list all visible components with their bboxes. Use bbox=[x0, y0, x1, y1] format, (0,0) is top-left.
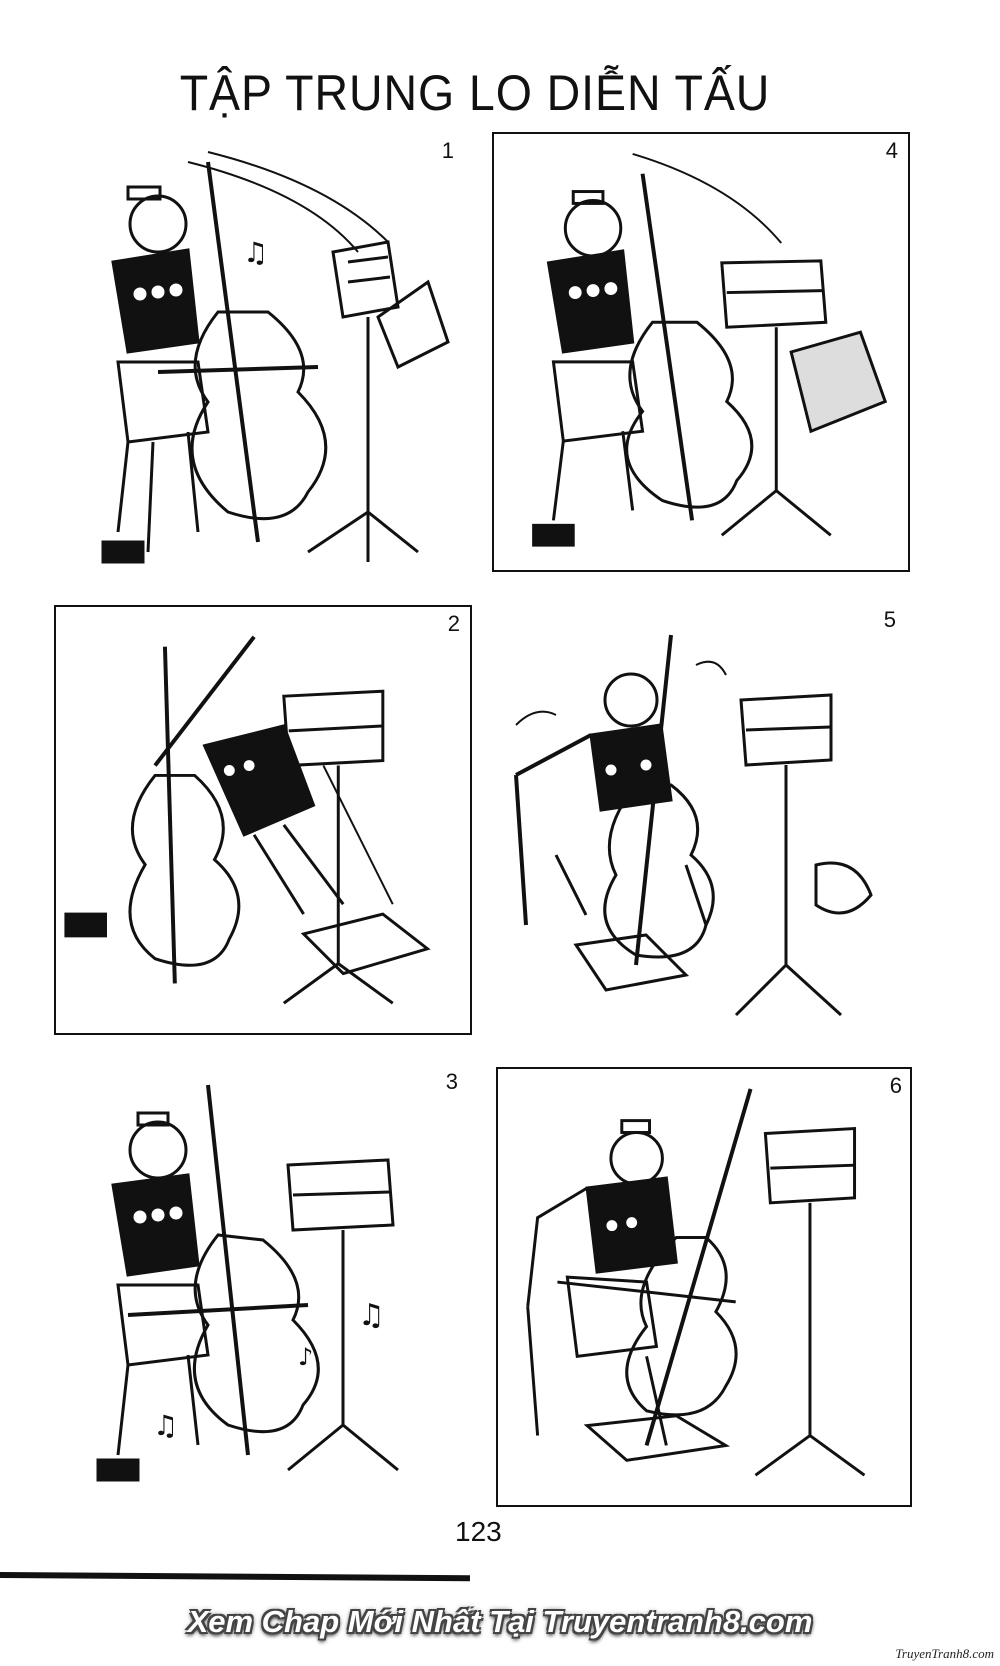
svg-text:♫: ♫ bbox=[243, 236, 268, 269]
cellist-illustration bbox=[532, 152, 888, 547]
panel-number: 6 bbox=[889, 1073, 902, 1098]
cellist-illustration: ♫ ♪ ♫ bbox=[96, 1084, 399, 1482]
comic-panel-2: 2 bbox=[54, 605, 472, 1035]
panel-number: 5 bbox=[883, 607, 896, 632]
comic-panel-4: 4 bbox=[492, 132, 910, 572]
panel-number: 2 bbox=[447, 611, 460, 636]
watermark: TruyenTranh8.com bbox=[895, 1646, 994, 1661]
cellist-illustration bbox=[64, 635, 431, 1005]
comic-panel-3: 3 ♫ ♪ ♫ bbox=[58, 1065, 468, 1505]
comic-panel-6: 6 bbox=[496, 1067, 912, 1507]
comic-panel-5: 5 bbox=[496, 605, 906, 1035]
svg-text:♫: ♫ bbox=[153, 1409, 178, 1442]
cellist-illustration: ♫ bbox=[101, 151, 450, 564]
divider-line bbox=[0, 1572, 471, 1582]
page-number: 123 bbox=[455, 1516, 502, 1547]
page-title: TẬP TRUNG LO DIỄN TẤU bbox=[179, 65, 771, 121]
promo-banner-link[interactable]: Xem Chap Mới Nhất Tại Truyentranh8.com bbox=[187, 1604, 813, 1639]
panel-number: 1 bbox=[441, 138, 454, 163]
svg-text:♫: ♫ bbox=[358, 1298, 385, 1333]
panel-number: 3 bbox=[445, 1069, 458, 1094]
cellist-illustration bbox=[526, 1088, 866, 1477]
comic-panel-1: 1 ♫ bbox=[58, 132, 468, 577]
panel-number: 4 bbox=[885, 138, 898, 163]
svg-text:♪: ♪ bbox=[298, 1343, 313, 1371]
cellist-illustration bbox=[514, 634, 873, 1017]
